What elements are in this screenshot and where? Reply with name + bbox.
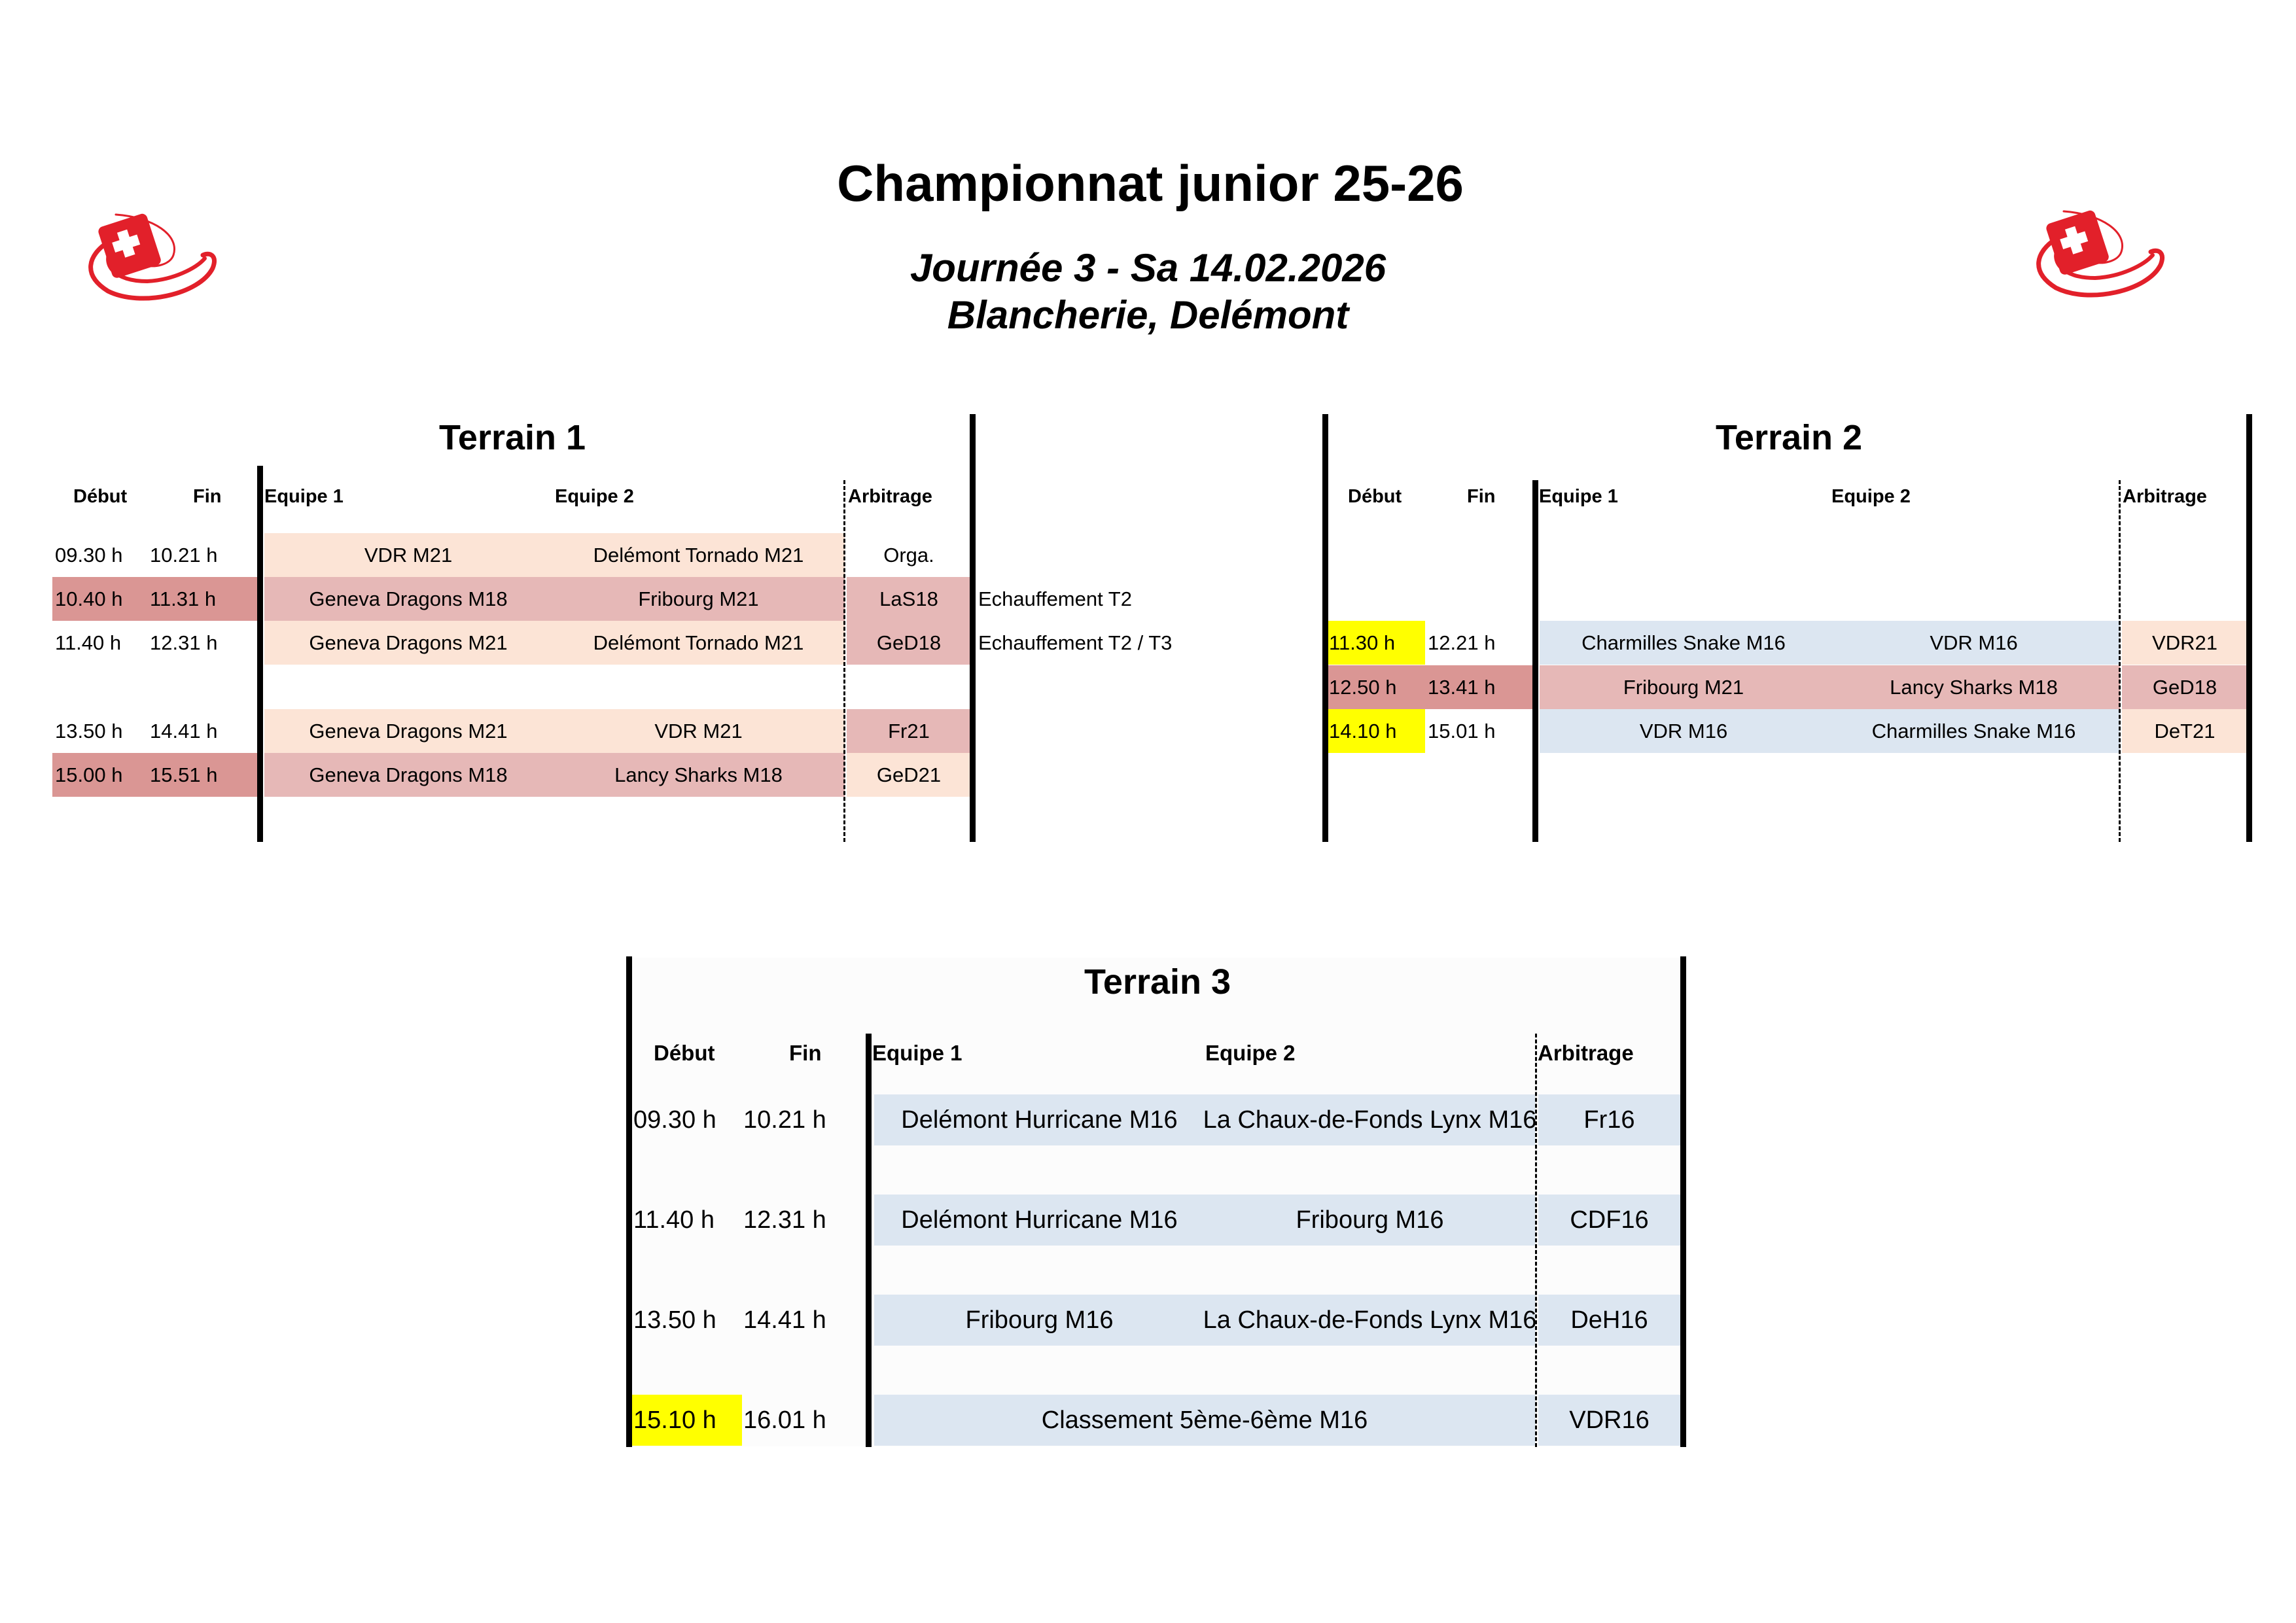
start-time: 09.30 h (52, 533, 147, 577)
team-1: VDR M21 (264, 533, 552, 577)
referee: VDR16 (1538, 1395, 1680, 1446)
end-time: 12.31 h (147, 621, 260, 665)
column-header-fin: Fin (193, 486, 222, 507)
end-time: 14.41 h (147, 709, 260, 753)
team-2: Fribourg M21 (552, 577, 845, 621)
page-title: Championnat junior 25-26 (837, 154, 1464, 212)
start-time: 13.50 h (633, 1306, 716, 1334)
end-time: 16.01 h (743, 1406, 826, 1434)
referee-divider (843, 480, 845, 842)
column-header-equipe1: Equipe 1 (264, 486, 344, 507)
team-1: Delémont Hurricane M16 (874, 1195, 1205, 1246)
team-2: Charmilles Snake M16 (1828, 709, 2120, 753)
start-time: 11.30 h (1326, 621, 1425, 665)
referee: LaS18 (847, 577, 971, 621)
referee: GeD18 (2122, 665, 2248, 709)
column-divider (2246, 414, 2252, 842)
team-2: Lancy Sharks M18 (552, 753, 845, 797)
column-header-equipe1: Equipe 1 (1539, 486, 1618, 507)
end-time: 12.21 h (1425, 621, 1535, 665)
swiss-unihockey-logo-right (2036, 210, 2164, 298)
column-header-arbitrage: Arbitrage (848, 486, 932, 507)
subtitle-venue: Blancherie, Delémont (947, 293, 1349, 337)
column-header-equipe2: Equipe 2 (555, 486, 634, 507)
column-divider (257, 466, 263, 842)
end-time: 12.31 h (743, 1206, 826, 1234)
team-2: Fribourg M16 (1205, 1195, 1535, 1246)
column-header-debut: Début (1348, 486, 1402, 507)
team-2: VDR M16 (1828, 621, 2120, 665)
team-1: Fribourg M16 (874, 1295, 1205, 1346)
column-header-fin: Fin (789, 1041, 822, 1065)
terrain1-title: Terrain 1 (438, 418, 586, 457)
end-time: 11.31 h (147, 577, 260, 621)
referee-divider (2119, 480, 2121, 842)
start-time: 13.50 h (52, 709, 147, 753)
team-2: La Chaux-de-Fonds Lynx M16 (1203, 1295, 1536, 1346)
referee: DeT21 (2122, 709, 2248, 753)
team-2: VDR M21 (552, 709, 845, 753)
team-2: Delémont Tornado M21 (552, 621, 845, 665)
referee: DeH16 (1538, 1295, 1680, 1346)
column-header-debut: Début (654, 1041, 715, 1065)
team-1: Geneva Dragons M18 (264, 753, 552, 797)
column-divider (866, 1034, 872, 1447)
column-header-equipe1: Equipe 1 (872, 1041, 963, 1065)
column-divider (626, 956, 632, 1447)
start-time: 10.40 h (52, 577, 147, 621)
referee-divider (1535, 1034, 1537, 1447)
warmup-note: Echauffement T2 (978, 587, 1132, 610)
start-time: 11.40 h (52, 621, 147, 665)
column-header-fin: Fin (1467, 486, 1496, 507)
start-time: 12.50 h (1326, 665, 1425, 709)
column-header-debut: Début (73, 486, 128, 507)
referee: Fr21 (847, 709, 971, 753)
team-2: La Chaux-de-Fonds Lynx M16 (1203, 1094, 1536, 1145)
column-divider (1322, 414, 1328, 842)
subtitle-date: Journée 3 - Sa 14.02.2026 (910, 246, 1386, 290)
referee: GeD18 (847, 621, 971, 665)
end-time: 13.41 h (1425, 665, 1535, 709)
team-2: Delémont Tornado M21 (552, 533, 845, 577)
warmup-note: Echauffement T2 / T3 (978, 631, 1173, 654)
column-divider (970, 414, 976, 842)
team-2: Lancy Sharks M18 (1828, 665, 2120, 709)
end-time: 10.21 h (147, 533, 260, 577)
swiss-unihockey-logo-left (88, 213, 217, 301)
column-header-equipe2: Equipe 2 (1831, 486, 1911, 507)
column-header-equipe2: Equipe 2 (1205, 1041, 1296, 1065)
team-1: Geneva Dragons M18 (264, 577, 552, 621)
end-time: 10.21 h (743, 1106, 826, 1134)
referee: GeD21 (847, 753, 971, 797)
terrain3-title: Terrain 3 (1084, 962, 1231, 1002)
column-header-arbitrage: Arbitrage (1538, 1041, 1634, 1065)
start-time: 14.10 h (1326, 709, 1425, 753)
end-time: 15.51 h (147, 753, 260, 797)
team-1: Delémont Hurricane M16 (874, 1094, 1205, 1145)
start-time: 15.00 h (52, 753, 147, 797)
team-1: Geneva Dragons M21 (264, 709, 552, 753)
end-time: 14.41 h (743, 1306, 826, 1334)
end-time: 15.01 h (1425, 709, 1535, 753)
match-description: Classement 5ème-6ème M16 (874, 1395, 1535, 1446)
team-1: Geneva Dragons M21 (264, 621, 552, 665)
team-1: Charmilles Snake M16 (1540, 621, 1828, 665)
referee: VDR21 (2122, 621, 2248, 665)
start-time: 11.40 h (633, 1206, 715, 1234)
referee: Fr16 (1538, 1094, 1680, 1145)
column-divider (1680, 956, 1686, 1447)
team-1: VDR M16 (1540, 709, 1828, 753)
terrain2-title: Terrain 2 (1715, 418, 1863, 457)
start-time: 09.30 h (633, 1106, 716, 1134)
team-1: Fribourg M21 (1540, 665, 1828, 709)
column-header-arbitrage: Arbitrage (2123, 486, 2207, 507)
column-divider (1532, 480, 1538, 842)
start-time: 15.10 h (632, 1395, 742, 1446)
referee: Orga. (847, 533, 971, 577)
referee: CDF16 (1538, 1195, 1680, 1246)
